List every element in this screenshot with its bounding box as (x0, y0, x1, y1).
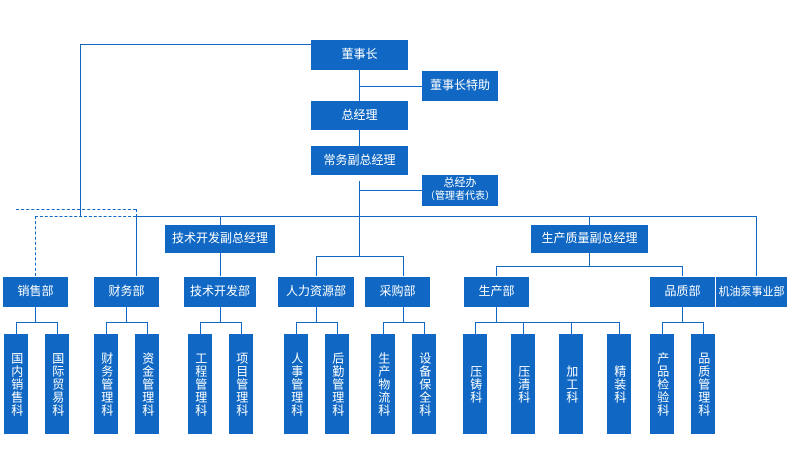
connector-hr-sec2 (337, 322, 338, 334)
node-machining[interactable]: 加工科 (559, 334, 583, 434)
node-hr-dept[interactable]: 人力资源部 (278, 277, 354, 307)
node-quality-dept[interactable]: 品质部 (650, 277, 715, 307)
node-domestic-sales[interactable]: 国内销售科 (4, 334, 28, 434)
connector-production-sec1 (475, 322, 476, 334)
connector-purchasing-sec2 (424, 322, 425, 334)
connector-pq-quality (682, 266, 683, 276)
connector-sales-sec1 (16, 322, 17, 334)
node-sales-dept[interactable]: 销售部 (3, 277, 68, 307)
connector-techdev-dept (220, 252, 221, 276)
node-engineering-mgmt[interactable]: 工程管理科 (188, 334, 212, 434)
node-executive-deputy-gm[interactable]: 常务副总经理 (311, 146, 408, 175)
node-die-casting[interactable]: 压铸科 (463, 334, 487, 434)
connector-chairman-left (80, 44, 360, 45)
connector-quality-sec2 (703, 322, 704, 334)
connector-finance-sec2 (147, 322, 148, 334)
connector-dashed-finance-v (136, 209, 137, 217)
connector-techdev-sec1 (200, 322, 201, 334)
connector-finance-bus (106, 322, 148, 323)
connector-dashed-top (16, 209, 136, 210)
connector-production-sec2 (523, 322, 524, 334)
connector-production-sec4 (619, 322, 620, 334)
connector-pq-bus (496, 266, 682, 267)
node-product-inspection[interactable]: 产品检验科 (650, 334, 674, 434)
node-production-quality-deputy-gm[interactable]: 生产质量副总经理 (531, 225, 648, 253)
connector-techdev-bus (200, 322, 242, 323)
node-general-manager[interactable]: 总经理 (311, 101, 408, 130)
connector-hr-down (316, 307, 317, 322)
connector-chairman-stub (359, 70, 360, 87)
connector-production-down (496, 307, 497, 322)
connector-main-bus (136, 216, 756, 217)
connector-purchasing-bus (383, 322, 425, 323)
connector-quality-down (682, 307, 683, 322)
node-funds-mgmt[interactable]: 资金管理科 (135, 334, 159, 434)
connector-sales-bus (16, 322, 58, 323)
connector-purchasing-sec1 (383, 322, 384, 334)
connector-exec-down (359, 181, 360, 216)
node-finance-dept[interactable]: 财务部 (94, 277, 159, 307)
connector-dashed-sales-v (35, 216, 36, 276)
connector-hr-purchasing-bus (316, 256, 403, 257)
node-logistics-mgmt[interactable]: 后勤管理科 (325, 334, 349, 434)
connector-purchasing-drop (403, 256, 404, 276)
connector-techdev-sec2 (241, 322, 242, 334)
connector-techdev-down (220, 307, 221, 322)
connector-bus-prodquality (589, 216, 590, 225)
connector-purchasing-down (403, 307, 404, 322)
connector-quality-sec1 (662, 322, 663, 334)
node-purchasing-dept[interactable]: 采购部 (365, 277, 430, 307)
connector-production-sec3 (571, 322, 572, 334)
node-finance-mgmt[interactable]: 财务管理科 (94, 334, 118, 434)
node-finishing[interactable]: 精装科 (607, 334, 631, 434)
node-equipment-maintenance[interactable]: 设备保全科 (412, 334, 436, 434)
connector-sales-sec2 (57, 322, 58, 334)
connector-sales-down (35, 307, 36, 322)
connector-center-down (359, 216, 360, 256)
node-pressure-cleaning[interactable]: 压清科 (511, 334, 535, 434)
node-quality-mgmt[interactable]: 品质管理科 (691, 334, 715, 434)
connector-exec-gmoffice (359, 190, 422, 191)
connector-quality-bus (662, 322, 704, 323)
connector-production-bus (475, 322, 619, 323)
connector-bus-finance (136, 216, 137, 276)
node-tech-dev-deputy-gm[interactable]: 技术开发副总经理 (165, 225, 275, 253)
node-production-dept[interactable]: 生产部 (464, 277, 529, 307)
connector-pq-down (589, 252, 590, 266)
connector-bus-oilpump (756, 216, 757, 276)
node-chairman[interactable]: 董事长 (311, 40, 408, 70)
node-tech-dev-dept[interactable]: 技术开发部 (184, 277, 256, 307)
connector-chairman-assistant (359, 86, 422, 87)
node-production-logistics[interactable]: 生产物流科 (371, 334, 395, 434)
node-gm-office[interactable]: 总经办 （管理者代表） (422, 175, 498, 206)
node-project-mgmt[interactable]: 项目管理科 (229, 334, 253, 434)
connector-finance-sec1 (106, 322, 107, 334)
connector-hr-drop (316, 256, 317, 276)
connector-gm-exec (359, 130, 360, 152)
connector-chairman-left-down (80, 44, 81, 216)
node-international-trade[interactable]: 国际贸易科 (45, 334, 69, 434)
connector-hr-sec1 (296, 322, 297, 334)
node-oil-pump-division[interactable]: 机油泵事业部 (716, 277, 787, 307)
node-personnel-mgmt[interactable]: 人事管理科 (284, 334, 308, 434)
node-chairman-assistant[interactable]: 董事长特助 (422, 71, 498, 101)
connector-dashed-sales-h (35, 216, 136, 217)
connector-bus-techdev (220, 216, 221, 225)
connector-hr-bus (296, 322, 338, 323)
connector-pq-production (496, 266, 497, 276)
connector-finance-down (126, 307, 127, 322)
